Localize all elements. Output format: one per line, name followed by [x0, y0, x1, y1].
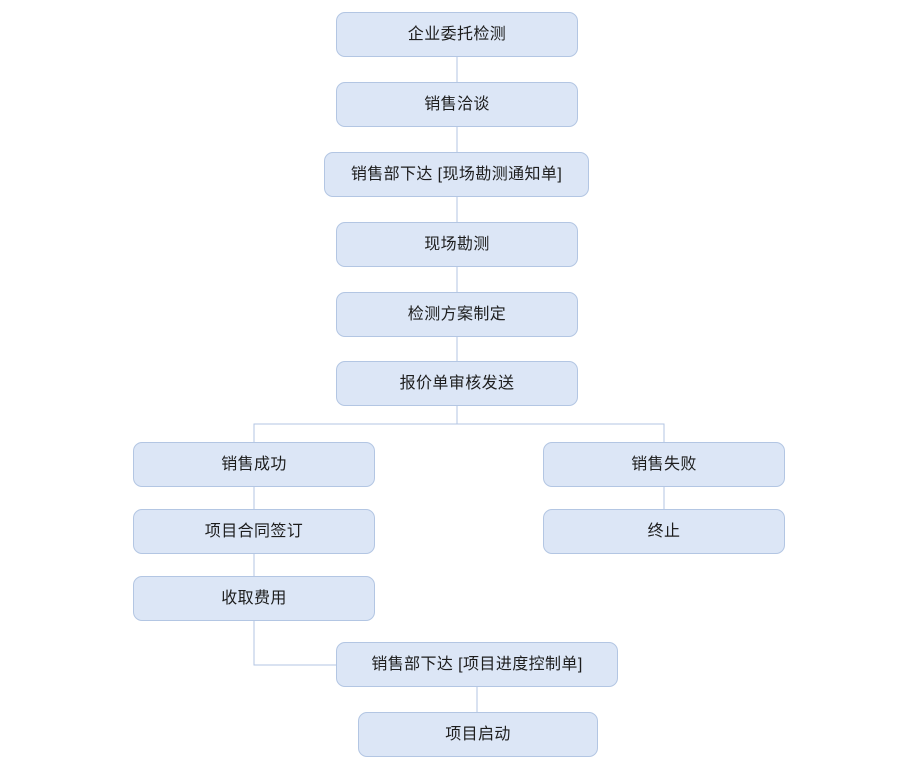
flow-node-n2[interactable]: 销售洽谈	[336, 82, 578, 127]
flow-node-n4[interactable]: 现场勘测	[336, 222, 578, 267]
flow-node-n9[interactable]: 收取费用	[133, 576, 375, 621]
flow-node-label: 销售成功	[221, 455, 287, 473]
flow-node-n7[interactable]: 销售成功	[133, 442, 375, 487]
flow-node-n8[interactable]: 项目合同签订	[133, 509, 375, 554]
flow-node-n1[interactable]: 企业委托检测	[336, 12, 578, 57]
flow-node-n5[interactable]: 检测方案制定	[336, 292, 578, 337]
flow-node-n12[interactable]: 销售部下达 [项目进度控制单]	[336, 642, 618, 687]
flow-node-label: 企业委托检测	[407, 25, 507, 43]
flow-node-label: 报价单审核发送	[399, 374, 515, 392]
flow-node-label: 收取费用	[221, 589, 287, 607]
flow-node-label: 销售洽谈	[424, 95, 490, 113]
flow-edge-e7	[253, 423, 457, 442]
flow-node-label: 终止	[647, 522, 681, 540]
flow-node-label: 项目合同签订	[204, 522, 304, 540]
flow-node-label: 销售部下达 [现场勘测通知单]	[350, 165, 563, 183]
flow-edge-e8	[457, 423, 665, 442]
flow-node-n11[interactable]: 终止	[543, 509, 785, 554]
flow-node-n13[interactable]: 项目启动	[358, 712, 598, 757]
flow-node-label: 项目启动	[445, 725, 511, 743]
flow-node-label: 销售失败	[631, 455, 697, 473]
flow-node-n10[interactable]: 销售失败	[543, 442, 785, 487]
flow-node-n6[interactable]: 报价单审核发送	[336, 361, 578, 406]
flow-node-label: 销售部下达 [项目进度控制单]	[371, 655, 583, 673]
flow-node-n3[interactable]: 销售部下达 [现场勘测通知单]	[324, 152, 589, 197]
flow-node-label: 检测方案制定	[407, 305, 507, 323]
flow-node-label: 现场勘测	[424, 235, 490, 253]
flow-edge-e12	[253, 621, 336, 666]
